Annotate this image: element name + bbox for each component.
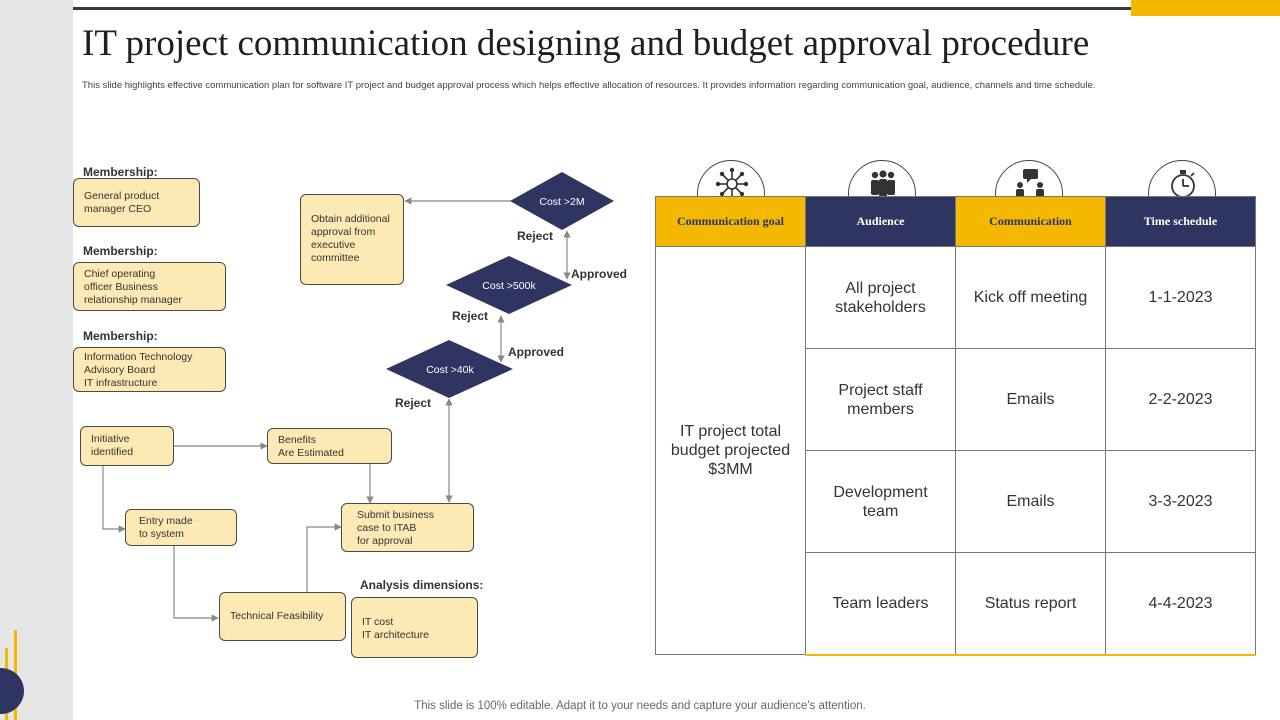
audience-cell: Team leaders (805, 552, 956, 656)
team-icon (871, 170, 895, 197)
membership-box-itab: Information Technology Advisory Board IT… (73, 347, 226, 392)
diamond-cost-40k (386, 340, 513, 398)
reject-label: Reject (517, 229, 554, 243)
audience-line: Project staff (838, 381, 923, 399)
box-line: to system (139, 528, 184, 540)
goal-line: budget projected (670, 442, 791, 459)
audience-cell: Project staff members (805, 348, 956, 451)
reject-label: Reject (395, 396, 432, 410)
box-line: IT architecture (362, 629, 429, 641)
membership-label: Membership: (83, 165, 158, 179)
goal-cell: IT project total budget projected $3MM (655, 246, 806, 655)
table-row: Team leaders Status report 4-4-2023 (656, 552, 1256, 656)
box-line: Initiative (91, 433, 130, 445)
time-cell: 4-4-2023 (1105, 552, 1256, 656)
channel-cell: Status report (955, 552, 1106, 656)
diamond-label-40k: Cost >40k (426, 364, 474, 376)
audience-cell: Development team (805, 450, 956, 553)
audience-line: stakeholders (835, 298, 926, 316)
box-line: case to ITAB (357, 522, 417, 534)
header-communication-goal: Communication goal (655, 196, 806, 247)
box-line: approval from (311, 226, 376, 238)
connector-initiative-entry (102, 465, 126, 533)
slide-title: IT project communication designing and b… (82, 23, 1090, 64)
goal-line: $3MM (708, 461, 753, 478)
analysis-dimensions-label: Analysis dimensions: (360, 578, 484, 592)
box-line: Are Estimated (278, 447, 344, 459)
goal-line: IT project total (679, 423, 782, 440)
box-line: IT infrastructure (84, 377, 158, 389)
box-analysis-dimensions: IT cost IT architecture (351, 597, 478, 658)
box-line: IT cost (362, 616, 394, 628)
box-line: for approval (357, 535, 413, 547)
audience-line: members (847, 400, 914, 418)
table-row: IT project total budget projected $3MM A… (655, 246, 1256, 655)
left-band (0, 0, 73, 720)
membership-label: Membership: (83, 329, 158, 343)
box-line: executive (311, 239, 356, 251)
box-line: Submit business (357, 509, 435, 521)
box-line: identified (91, 446, 134, 458)
table-header-row: Communication goal Audience Communicatio… (655, 196, 1256, 247)
table-row: Development team Emails 3-3-2023 (656, 450, 1256, 553)
box-line: General product (84, 190, 160, 202)
box-line: committee (311, 252, 360, 264)
time-cell: 1-1-2023 (1105, 246, 1256, 349)
box-line: Information Technology (84, 351, 193, 363)
audience-line: Team leaders (832, 594, 929, 612)
diamond-label-500k: Cost >500k (482, 280, 536, 292)
channel-cell: Emails (955, 450, 1106, 553)
diamond-cost-500k (446, 256, 572, 314)
box-submit-business-case: Submit business case to ITAB for approva… (341, 503, 474, 552)
communication-table: Communication goal Audience Communicatio… (655, 196, 1256, 656)
audience-cell: All project stakeholders (805, 246, 956, 349)
channel-cell: Kick off meeting (955, 246, 1106, 349)
slide-subtitle: This slide highlights effective communic… (82, 80, 1096, 91)
time-cell: 2-2-2023 (1105, 348, 1256, 451)
table-row: Project staff members Emails 2-2-2023 (656, 348, 1256, 451)
membership-box-coo: Chief operating officer Business relatio… (73, 262, 226, 311)
box-benefits-estimated: Benefits Are Estimated (267, 428, 392, 464)
connector-entry-technical (173, 545, 219, 622)
membership-box-ceo: General product manager CEO (73, 178, 200, 227)
diamond-cost-2m (510, 172, 614, 230)
time-cell: 3-3-2023 (1105, 450, 1256, 553)
diamond-label-2m: Cost >2M (539, 196, 584, 208)
box-line: Chief operating (84, 268, 156, 280)
approved-label: Approved (571, 267, 628, 281)
box-line: Advisory Board (84, 364, 156, 376)
header-audience: Audience (805, 196, 956, 247)
reject-label: Reject (452, 309, 489, 323)
flow-connectors: Cost >40k Cost >500k Cost >2M (102, 172, 614, 622)
approved-label: Approved (508, 345, 565, 359)
slide-footer: This slide is 100% editable. Adapt it to… (414, 700, 866, 712)
box-line: Entry made (139, 515, 193, 527)
box-entry-made: Entry made to system (125, 509, 237, 546)
box-obtain-approval: Obtain additional approval from executiv… (300, 194, 404, 285)
connector-technical-submit (306, 523, 342, 592)
header-communication: Communication (955, 196, 1106, 247)
box-line: Technical Feasibility (230, 610, 324, 622)
box-line: officer Business (84, 281, 158, 293)
audience-line: team (862, 502, 899, 520)
box-line: Obtain additional (311, 213, 390, 225)
audience-line: All project (845, 279, 916, 297)
channel-cell: Emails (955, 348, 1106, 451)
box-technical-feasibility: Technical Feasibility (219, 592, 346, 641)
audience-line: Development (833, 483, 928, 501)
box-initiative-identified: Initiative identified (80, 426, 174, 466)
box-line: manager CEO (84, 203, 152, 215)
top-accent-bar (1131, 0, 1280, 16)
box-line: relationship manager (84, 294, 183, 306)
membership-label: Membership: (83, 244, 158, 258)
top-rule (73, 7, 1280, 10)
box-line: Benefits (278, 434, 316, 446)
header-time-schedule: Time schedule (1105, 196, 1256, 247)
